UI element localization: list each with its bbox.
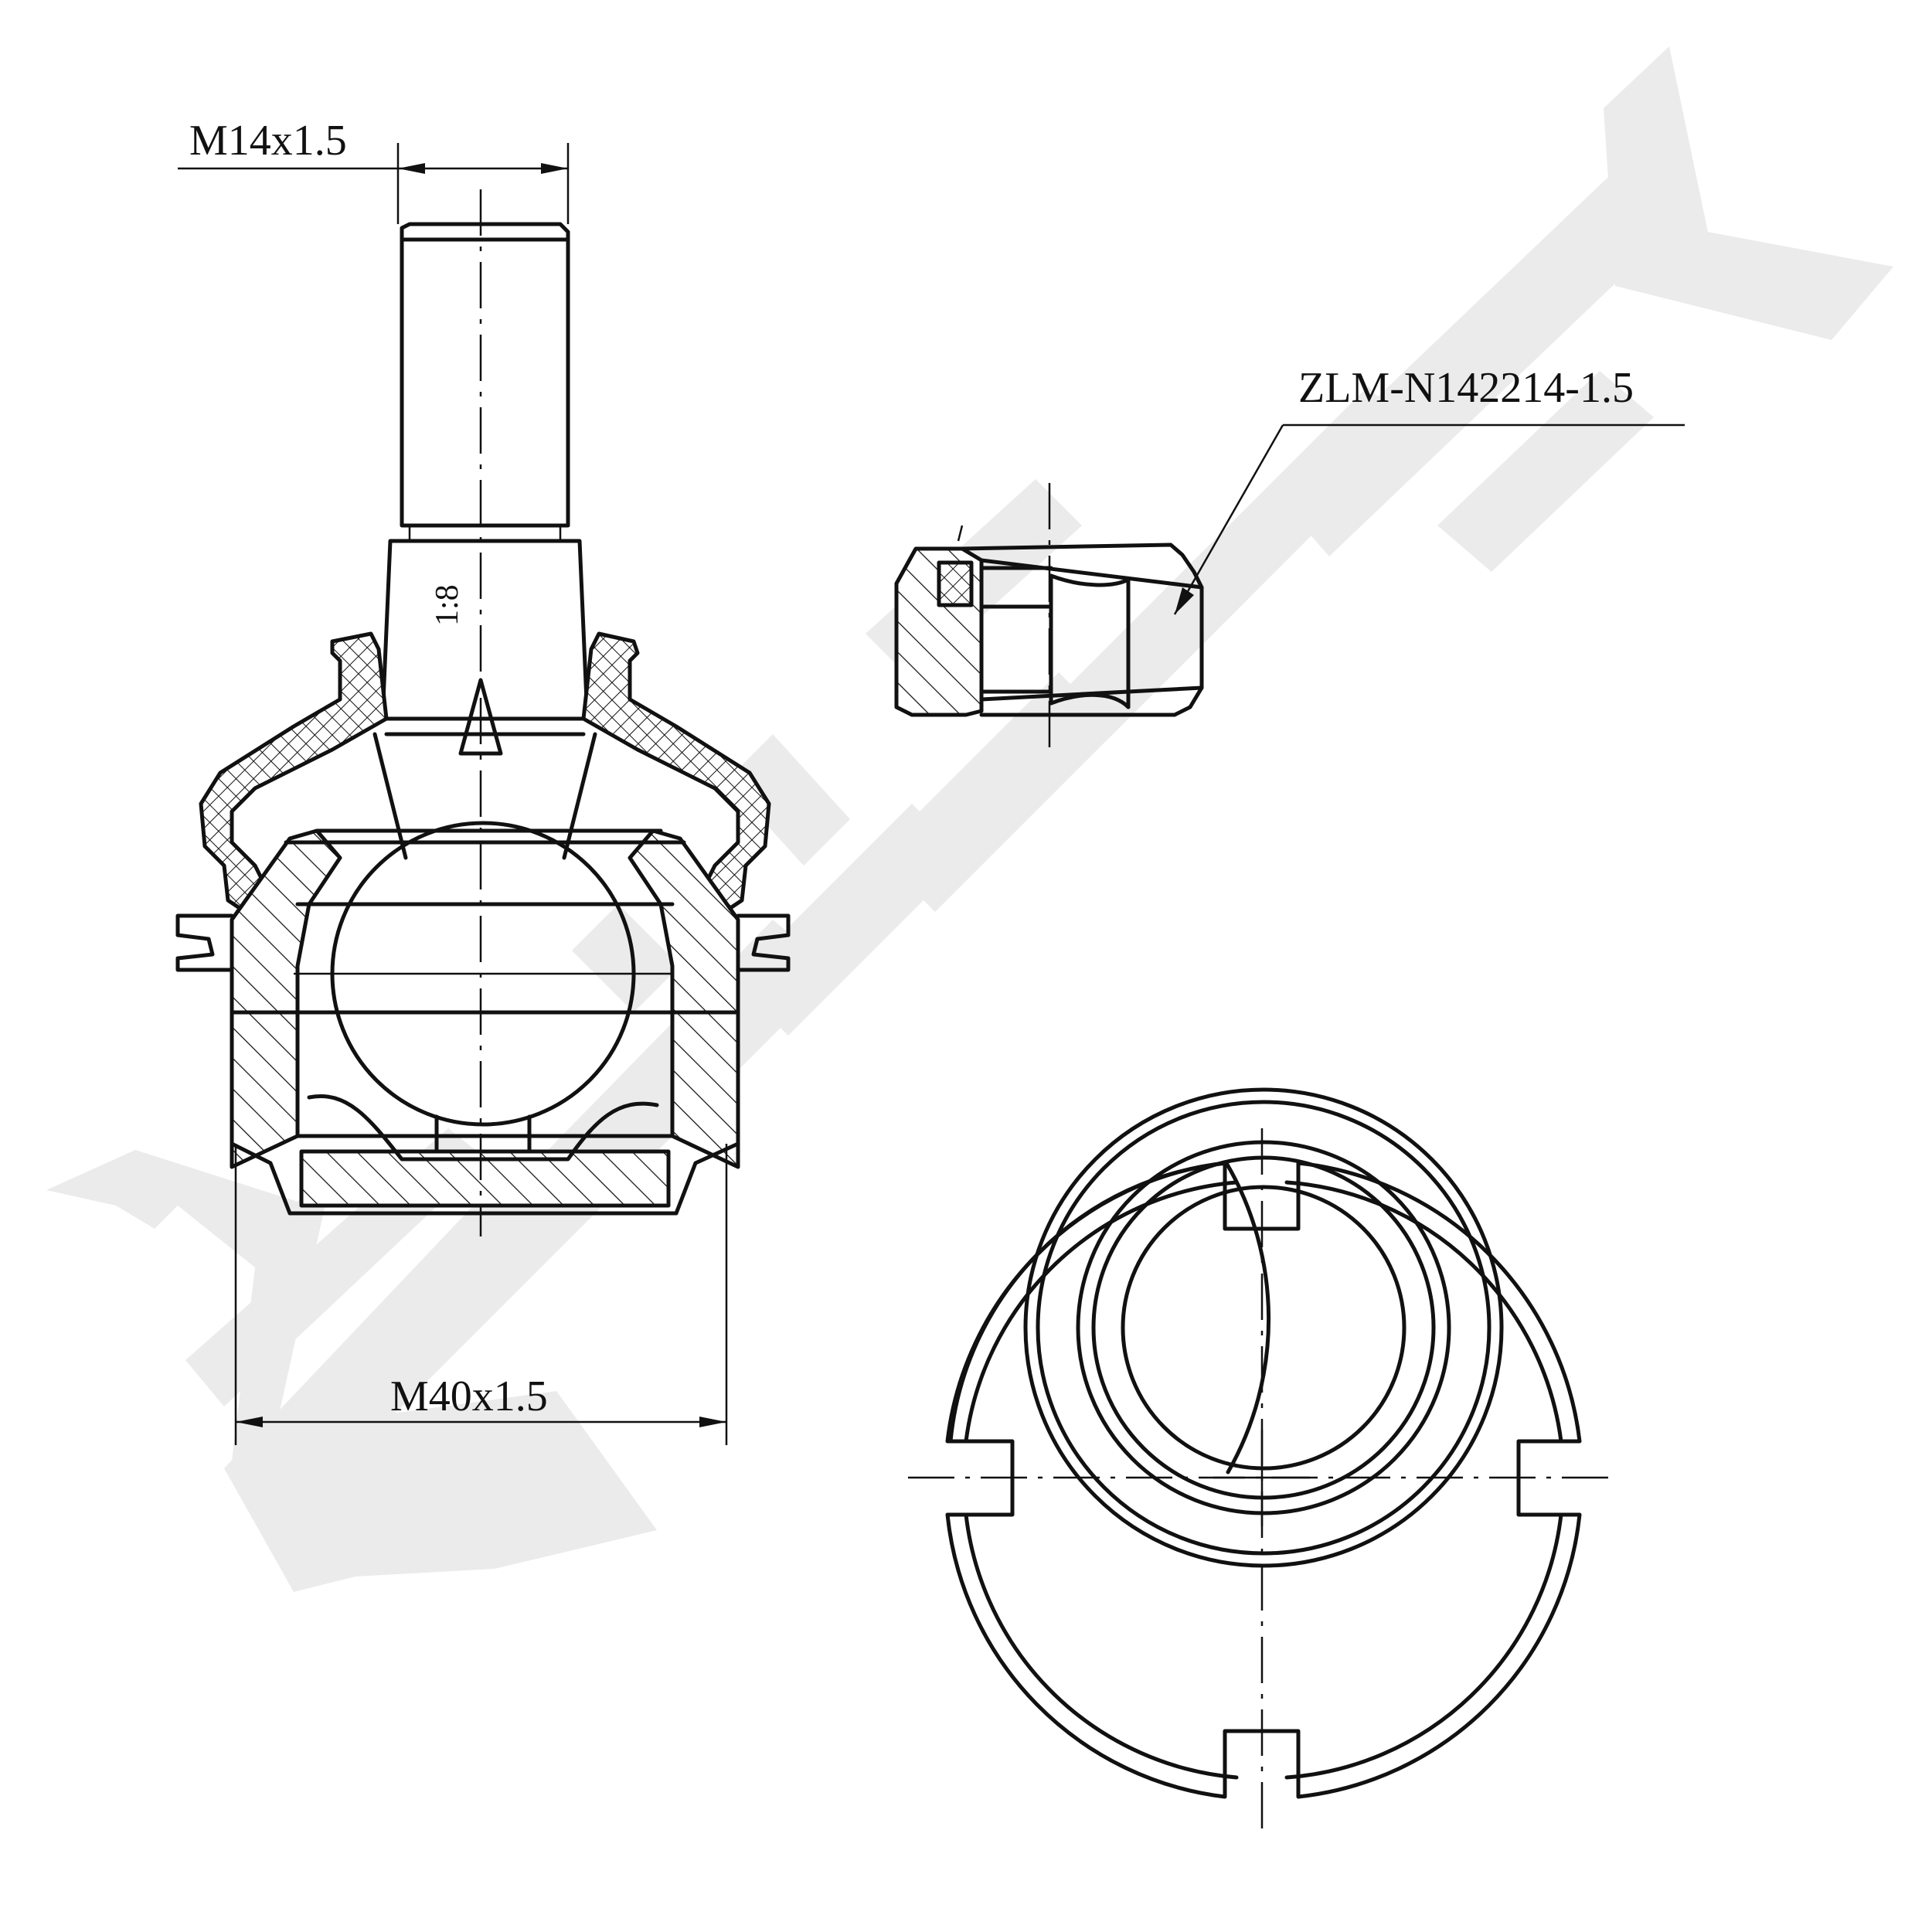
nut-ring-1 [1023, 1087, 1504, 1568]
nut-leader [1173, 423, 1685, 615]
nut-bore [1121, 1185, 1406, 1471]
housing-thread-dimension [234, 1144, 728, 1445]
taper-label: 1:8 [430, 584, 465, 626]
castle-nut-top-view [945, 1087, 1582, 1799]
nut-ring-4 [1091, 1155, 1436, 1500]
nut-ring-3 [1076, 1140, 1451, 1515]
stud-thread-label: M14x1.5 [189, 117, 347, 165]
ball-joint-section [175, 222, 791, 1216]
nut-castle-outline [945, 1161, 1582, 1799]
stud-thread [400, 222, 570, 528]
nut-ring-2 [1036, 1100, 1492, 1556]
nut-outer-ring [948, 1161, 1271, 1475]
nut-part-label: ZLM-N142214-1.5 [1298, 364, 1634, 412]
housing-flange [175, 913, 791, 1216]
taper-arrow-icon [458, 678, 503, 756]
housing-thread-label: M40x1.5 [390, 1372, 548, 1420]
bearing-seat [299, 1149, 671, 1208]
stud-thread-dimension [178, 143, 570, 224]
nut-side-view [894, 525, 1204, 717]
